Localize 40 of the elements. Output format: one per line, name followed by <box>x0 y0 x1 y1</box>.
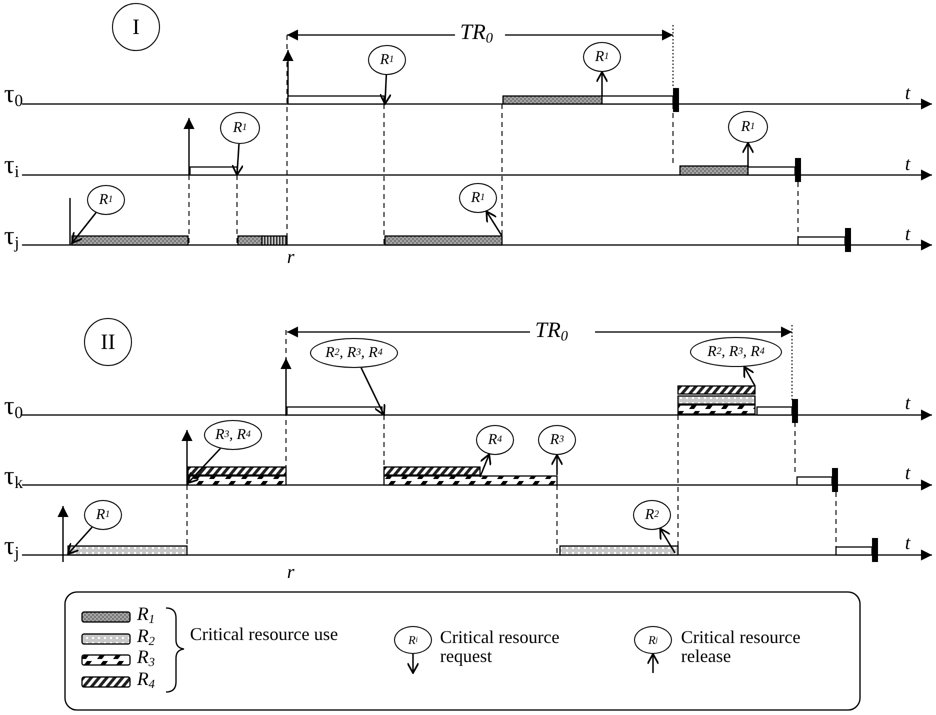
interval-label: TR$_{0}$ <box>535 318 568 342</box>
time-label: r <box>287 248 294 268</box>
axis-label: τ$_{0}$ <box>4 80 23 108</box>
arrow <box>231 144 244 176</box>
arrow <box>743 366 756 386</box>
arrow <box>486 210 503 236</box>
axis-label: τ$_{j}$ <box>4 222 20 250</box>
axis-label: t <box>905 394 910 414</box>
arrow <box>379 74 392 105</box>
legend-label: R$_{4}$ <box>137 670 155 690</box>
arrow <box>596 71 608 96</box>
arrow <box>67 526 93 555</box>
interval-label: TR$_{0}$ <box>460 20 493 44</box>
arrow <box>742 142 754 167</box>
axis-label: t <box>905 84 910 104</box>
arrow <box>71 212 97 244</box>
legend-label: R$_{2}$ <box>137 627 155 647</box>
panel-number: II <box>84 318 132 366</box>
arrow <box>406 654 420 674</box>
time-label: r <box>287 563 294 583</box>
arrow <box>360 367 386 416</box>
axis-label: τ$_{0}$ <box>4 392 23 420</box>
panel-number: I <box>112 3 160 51</box>
axis-label: t <box>905 464 910 484</box>
axis-label: τ$_{j}$ <box>4 532 20 560</box>
legend-note: Critical resource use <box>190 625 339 644</box>
axis-label: t <box>905 534 910 554</box>
axis-label: τ$_{i}$ <box>4 151 20 178</box>
legend-label: R$_{3}$ <box>137 648 155 668</box>
legend-label: R$_{1}$ <box>137 605 155 625</box>
arrow <box>550 454 564 475</box>
arrow <box>659 528 676 554</box>
legend-note: Critical resource request <box>440 628 560 666</box>
arrow <box>187 448 221 484</box>
axis-label: t <box>905 155 910 175</box>
axis-label: τ$_{k}$ <box>4 462 23 490</box>
arrow <box>479 453 492 478</box>
legend-note: Critical resource release <box>681 628 802 666</box>
axis-label: t <box>905 225 910 245</box>
arrow <box>646 653 660 673</box>
